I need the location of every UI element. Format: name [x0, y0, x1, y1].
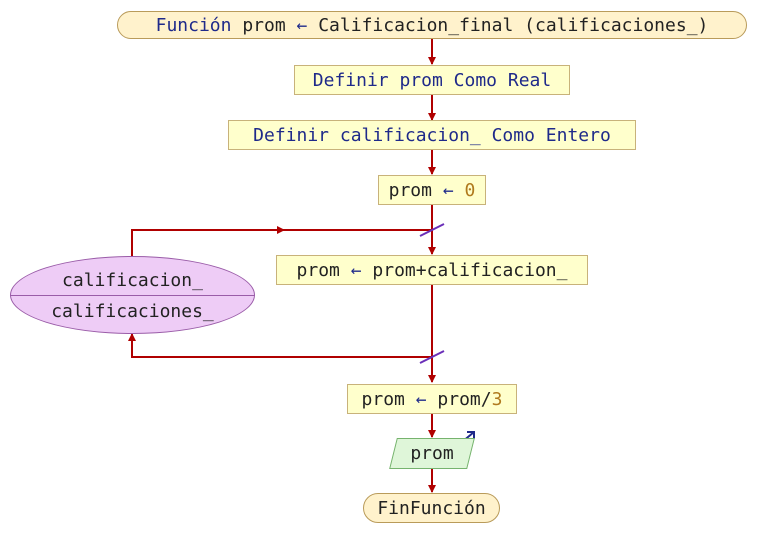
- space: [535, 125, 546, 146]
- header-space-4: [513, 15, 524, 36]
- assign-expression: prom/: [437, 388, 492, 410]
- space: [481, 125, 492, 146]
- loop-tick-bottom: [419, 350, 445, 364]
- header-space-1: [231, 15, 242, 36]
- function-header: Función prom ← Calificacion_final (calif…: [117, 11, 747, 39]
- assign-var: prom: [388, 179, 432, 201]
- define-keyword: Definir: [253, 124, 330, 146]
- type-keyword: Real: [507, 69, 552, 91]
- assign-prom-zero-box: prom ← 0: [378, 175, 486, 205]
- assign-arrow-icon: ←: [442, 179, 454, 201]
- como-keyword: Como: [453, 69, 498, 91]
- define-var: prom: [399, 69, 443, 91]
- space: [432, 180, 443, 201]
- define-var: calificacion_: [339, 124, 481, 146]
- assign-number: 3: [491, 388, 503, 410]
- assign-var: prom: [296, 259, 340, 281]
- space: [362, 260, 373, 281]
- space: [405, 389, 416, 410]
- assign-arrow-icon: ←: [350, 259, 362, 281]
- output-text: prom: [410, 443, 454, 464]
- loop-body-box: prom ← prom+calificacion_: [276, 255, 588, 285]
- edge-loop-enter: [131, 226, 285, 256]
- end-function-box: FinFunción: [363, 493, 500, 523]
- function-params: (calificaciones_): [524, 14, 709, 36]
- space: [454, 180, 465, 201]
- function-name: Calificacion_final: [318, 14, 514, 36]
- assign-var: prom: [361, 388, 405, 410]
- space: [340, 260, 351, 281]
- output-box: prom: [389, 438, 475, 469]
- space: [329, 125, 340, 146]
- space: [427, 389, 438, 410]
- loop-tick-top: [419, 223, 445, 237]
- como-keyword: Como: [491, 124, 535, 146]
- loop-collection: calificaciones_: [51, 301, 214, 322]
- space: [389, 70, 400, 91]
- for-each-loop: calificacion_ calificaciones_: [10, 256, 255, 334]
- edge-loop-back: [128, 333, 432, 358]
- define-keyword: Definir: [312, 69, 389, 91]
- header-space-3: [307, 15, 318, 36]
- end-text: FinFunción: [377, 497, 486, 519]
- space: [443, 70, 454, 91]
- loop-divider: [10, 295, 255, 296]
- assign-arrow-icon: ←: [415, 388, 427, 410]
- assign-value: 0: [464, 179, 476, 201]
- define-calificacion-box: Definir calificacion_ Como Entero: [228, 120, 636, 150]
- type-keyword: Entero: [545, 124, 611, 146]
- space: [497, 70, 508, 91]
- function-return-var: prom: [242, 14, 286, 36]
- assign-expression: prom+calificacion_: [372, 259, 568, 281]
- function-keyword: Función: [155, 14, 232, 36]
- define-prom-box: Definir prom Como Real: [294, 65, 570, 95]
- assign-arrow-icon: ←: [296, 14, 308, 36]
- loop-variable: calificacion_: [62, 270, 203, 291]
- assign-prom-div-box: prom ← prom/3: [347, 384, 517, 414]
- header-space-2: [286, 15, 297, 36]
